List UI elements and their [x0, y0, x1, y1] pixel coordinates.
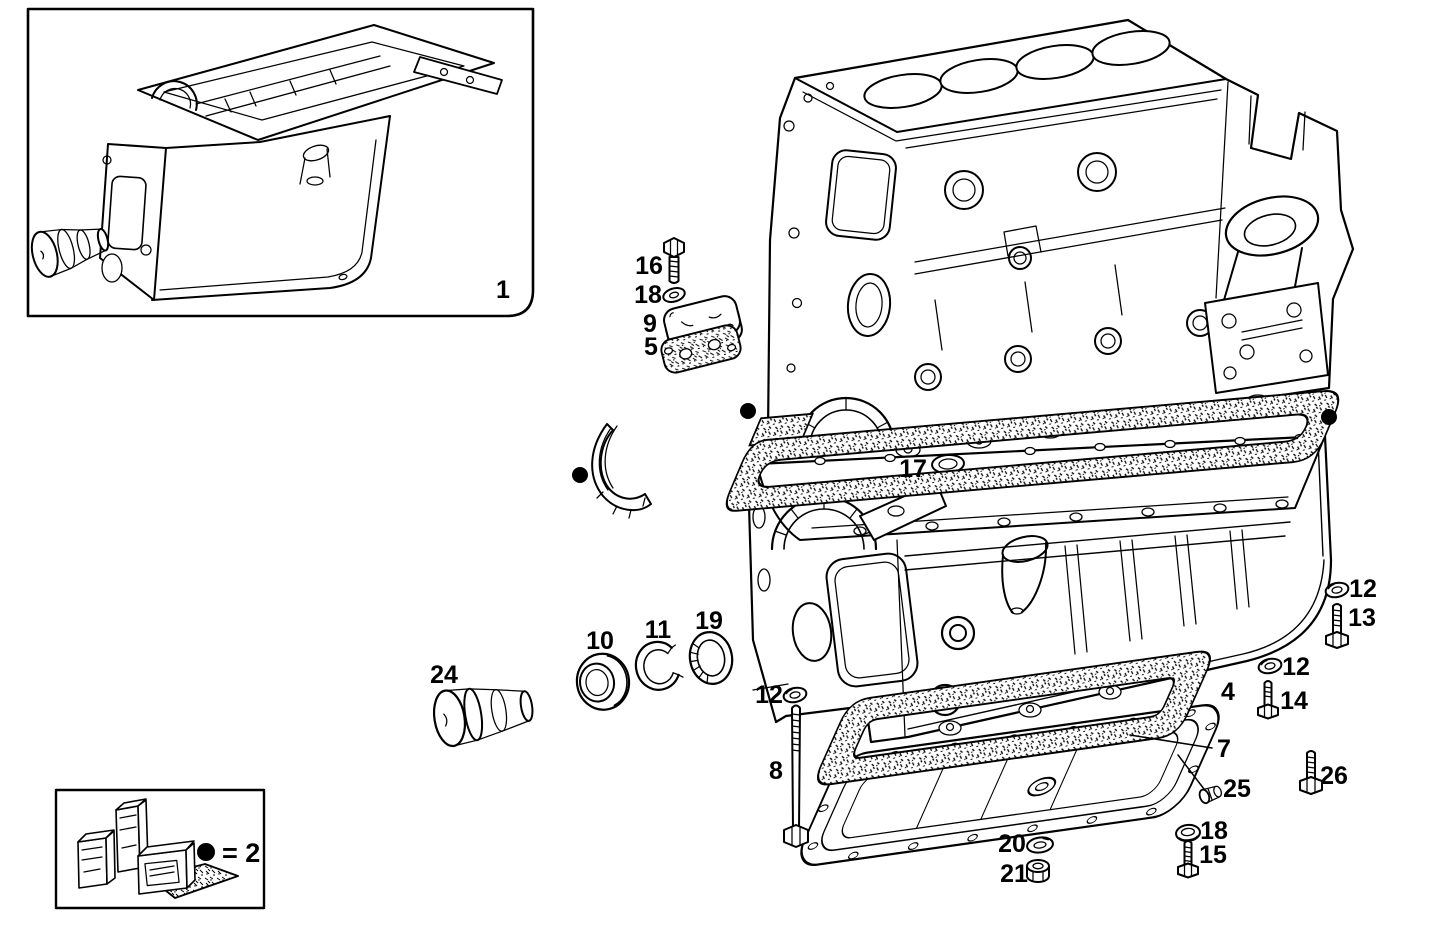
cup-plug-10 — [575, 652, 631, 711]
bolt-8 — [783, 704, 809, 848]
callout-12b: 12 — [1349, 575, 1377, 603]
water-outlet-boss — [1224, 195, 1320, 257]
callout-18a: 18 — [634, 281, 662, 309]
crankcase-gasket — [725, 390, 1340, 512]
bolt-13 — [1325, 603, 1349, 649]
callout-labels: 16 18 9 5 17 10 11 19 24 12 8 4 7 25 20 … — [430, 252, 1377, 888]
drain-plug-boss — [1027, 776, 1057, 797]
callout-21: 21 — [1000, 860, 1028, 888]
bolt-26 — [1299, 750, 1323, 795]
leader-lines — [1129, 734, 1213, 790]
side-mount-plate — [1204, 282, 1329, 394]
washer-12c — [1257, 657, 1283, 675]
callout-15: 15 — [1199, 841, 1227, 869]
plug-25 — [1198, 785, 1223, 805]
oil-pan-gasket — [817, 650, 1211, 786]
inset-crankcase-drawing — [99, 24, 503, 301]
quantity-dot-thrust-washer — [572, 467, 588, 483]
plug-21 — [1026, 859, 1050, 883]
legend-parts-boxes — [77, 798, 239, 899]
quantity-dot-gasket-right — [1321, 409, 1337, 425]
quantity-dot-gasket-left — [740, 403, 756, 419]
inset-border — [26, 7, 535, 318]
thrust-washer — [591, 423, 652, 519]
bolt-15 — [1177, 840, 1199, 879]
callout-13: 13 — [1348, 604, 1376, 632]
callout-7: 7 — [1217, 735, 1231, 763]
seal-ring-19 — [688, 631, 734, 685]
callout-5: 5 — [644, 333, 658, 361]
callout-10: 10 — [586, 627, 614, 655]
legend-border — [54, 788, 266, 910]
callout-11: 11 — [645, 616, 672, 644]
callout-17: 17 — [899, 455, 927, 483]
callout-20: 20 — [998, 830, 1026, 858]
crankcase-window — [825, 552, 919, 688]
cylinder-bore-4 — [1091, 30, 1171, 66]
bolt-16 — [663, 237, 685, 284]
flange-bolt-holes — [814, 433, 1306, 536]
washer-20 — [1026, 836, 1054, 854]
legend-dot-icon — [197, 843, 215, 861]
callout-1: 1 — [496, 276, 510, 304]
legend-panel: = 2 — [54, 788, 266, 910]
callout-9: 9 — [643, 310, 657, 338]
callout-24: 24 — [430, 661, 458, 689]
plug-24 — [432, 687, 534, 748]
callout-14: 14 — [1280, 687, 1308, 715]
washer-12a — [782, 686, 808, 704]
washer-18a — [662, 287, 686, 303]
callout-16: 16 — [635, 252, 663, 280]
snap-ring-11 — [634, 640, 684, 691]
callout-19: 19 — [695, 607, 723, 635]
callout-4: 4 — [1221, 678, 1235, 706]
bolt-14 — [1257, 680, 1279, 720]
callout-26: 26 — [1320, 762, 1348, 790]
callout-12c: 12 — [1282, 653, 1310, 681]
inset-panel: 1 — [26, 7, 535, 318]
legend-equation: = 2 — [222, 838, 260, 868]
callout-12a: 12 — [755, 681, 783, 709]
plate-gasket-5 — [660, 324, 742, 374]
callout-25: 25 — [1223, 775, 1251, 803]
inset-plug-drawing — [30, 228, 110, 278]
callout-8: 8 — [769, 757, 783, 785]
engine-block — [766, 18, 1355, 458]
callout-18b: 18 — [1200, 817, 1228, 845]
washer-12b — [1324, 581, 1350, 599]
